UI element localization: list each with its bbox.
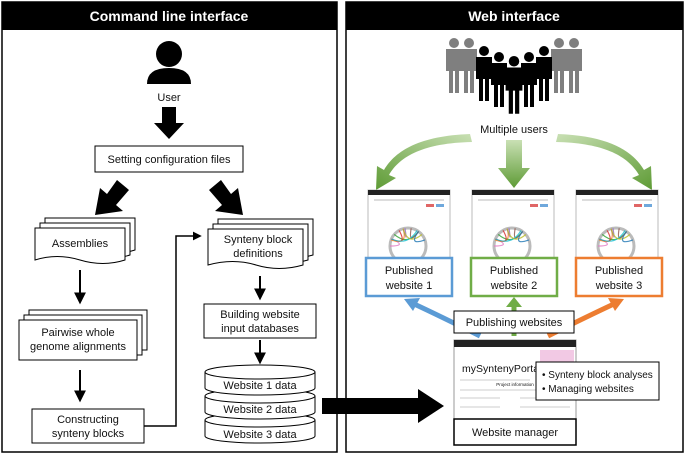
published-website-2-box [469,256,559,298]
website-thumbnail-1 [367,189,451,266]
synteny-defs-line2: definitions [233,248,283,260]
green-arrow-left-icon [376,134,472,190]
constructing-line2: synteny blocks [52,428,125,440]
left-panel-header [2,2,337,30]
constructing-box [31,408,145,444]
assemblies-docs [34,217,136,264]
features-box [535,361,660,401]
web-interface-panel: Web interface Multiple users Published w… [345,1,684,453]
website-thumbnail-2 [471,189,555,266]
website-thumbnail-3 [575,189,659,266]
user-icon [147,41,191,84]
building-line2: input databases [221,323,299,335]
publishing-label: Publishing websites [466,317,563,329]
user-label: User [157,92,181,104]
db-website1: Website 1 data [223,380,297,392]
synteny-definitions-docs [207,218,314,269]
published-website-3-box [574,256,664,298]
building-line1: Building website [220,309,300,321]
right-panel-header [346,2,683,30]
portal-section: Project information [496,382,534,387]
building-box [203,303,317,339]
synteny-defs-line1: Synteny block [224,234,293,246]
diag-right-arrow-icon [209,180,243,215]
feature-bullet-1: • Synteny block analyses [542,370,653,381]
published-2-line2: website 2 [490,280,537,292]
pairwise-line1: Pairwise whole [41,327,114,339]
down-arrow-icon [154,107,184,139]
database-stack [204,364,316,444]
left-panel-title: Command line interface [90,8,249,24]
command-line-panel: Command line interface User Setting conf… [1,1,338,453]
setting-config-box [94,145,244,173]
db-website3: Website 3 data [223,429,297,441]
website-thumbnails [367,189,659,266]
published-1-line1: Published [385,265,433,277]
db-website2: Website 2 data [223,404,297,416]
published-website-1-box [364,256,454,298]
transfer-arrow-icon [322,389,444,423]
published-3-line2: website 3 [595,280,642,292]
publishing-websites-box [453,310,575,334]
website-manager-box [453,418,577,446]
green-arrow-center-icon [498,140,530,188]
connector-to-definitions [144,231,202,427]
published-3-line1: Published [595,265,643,277]
diag-left-arrow-icon [95,180,129,215]
feature-bullet-2: • Managing websites [542,384,634,395]
right-panel-title: Web interface [468,8,560,24]
published-2-line1: Published [490,265,538,277]
multiple-users-label: Multiple users [480,124,548,136]
green-arrow-right-icon [556,134,652,190]
pairwise-line2: genome alignments [30,341,127,353]
constructing-line1: Constructing [57,414,119,426]
setting-config-label: Setting configuration files [108,154,231,166]
multiple-users-icon [446,38,582,114]
assemblies-label: Assemblies [52,238,109,250]
portal-title: mySyntenyPortal [462,363,541,375]
pairwise-boxes [18,309,148,361]
website-manager-label: Website manager [472,427,558,439]
published-1-line2: website 1 [385,280,432,292]
